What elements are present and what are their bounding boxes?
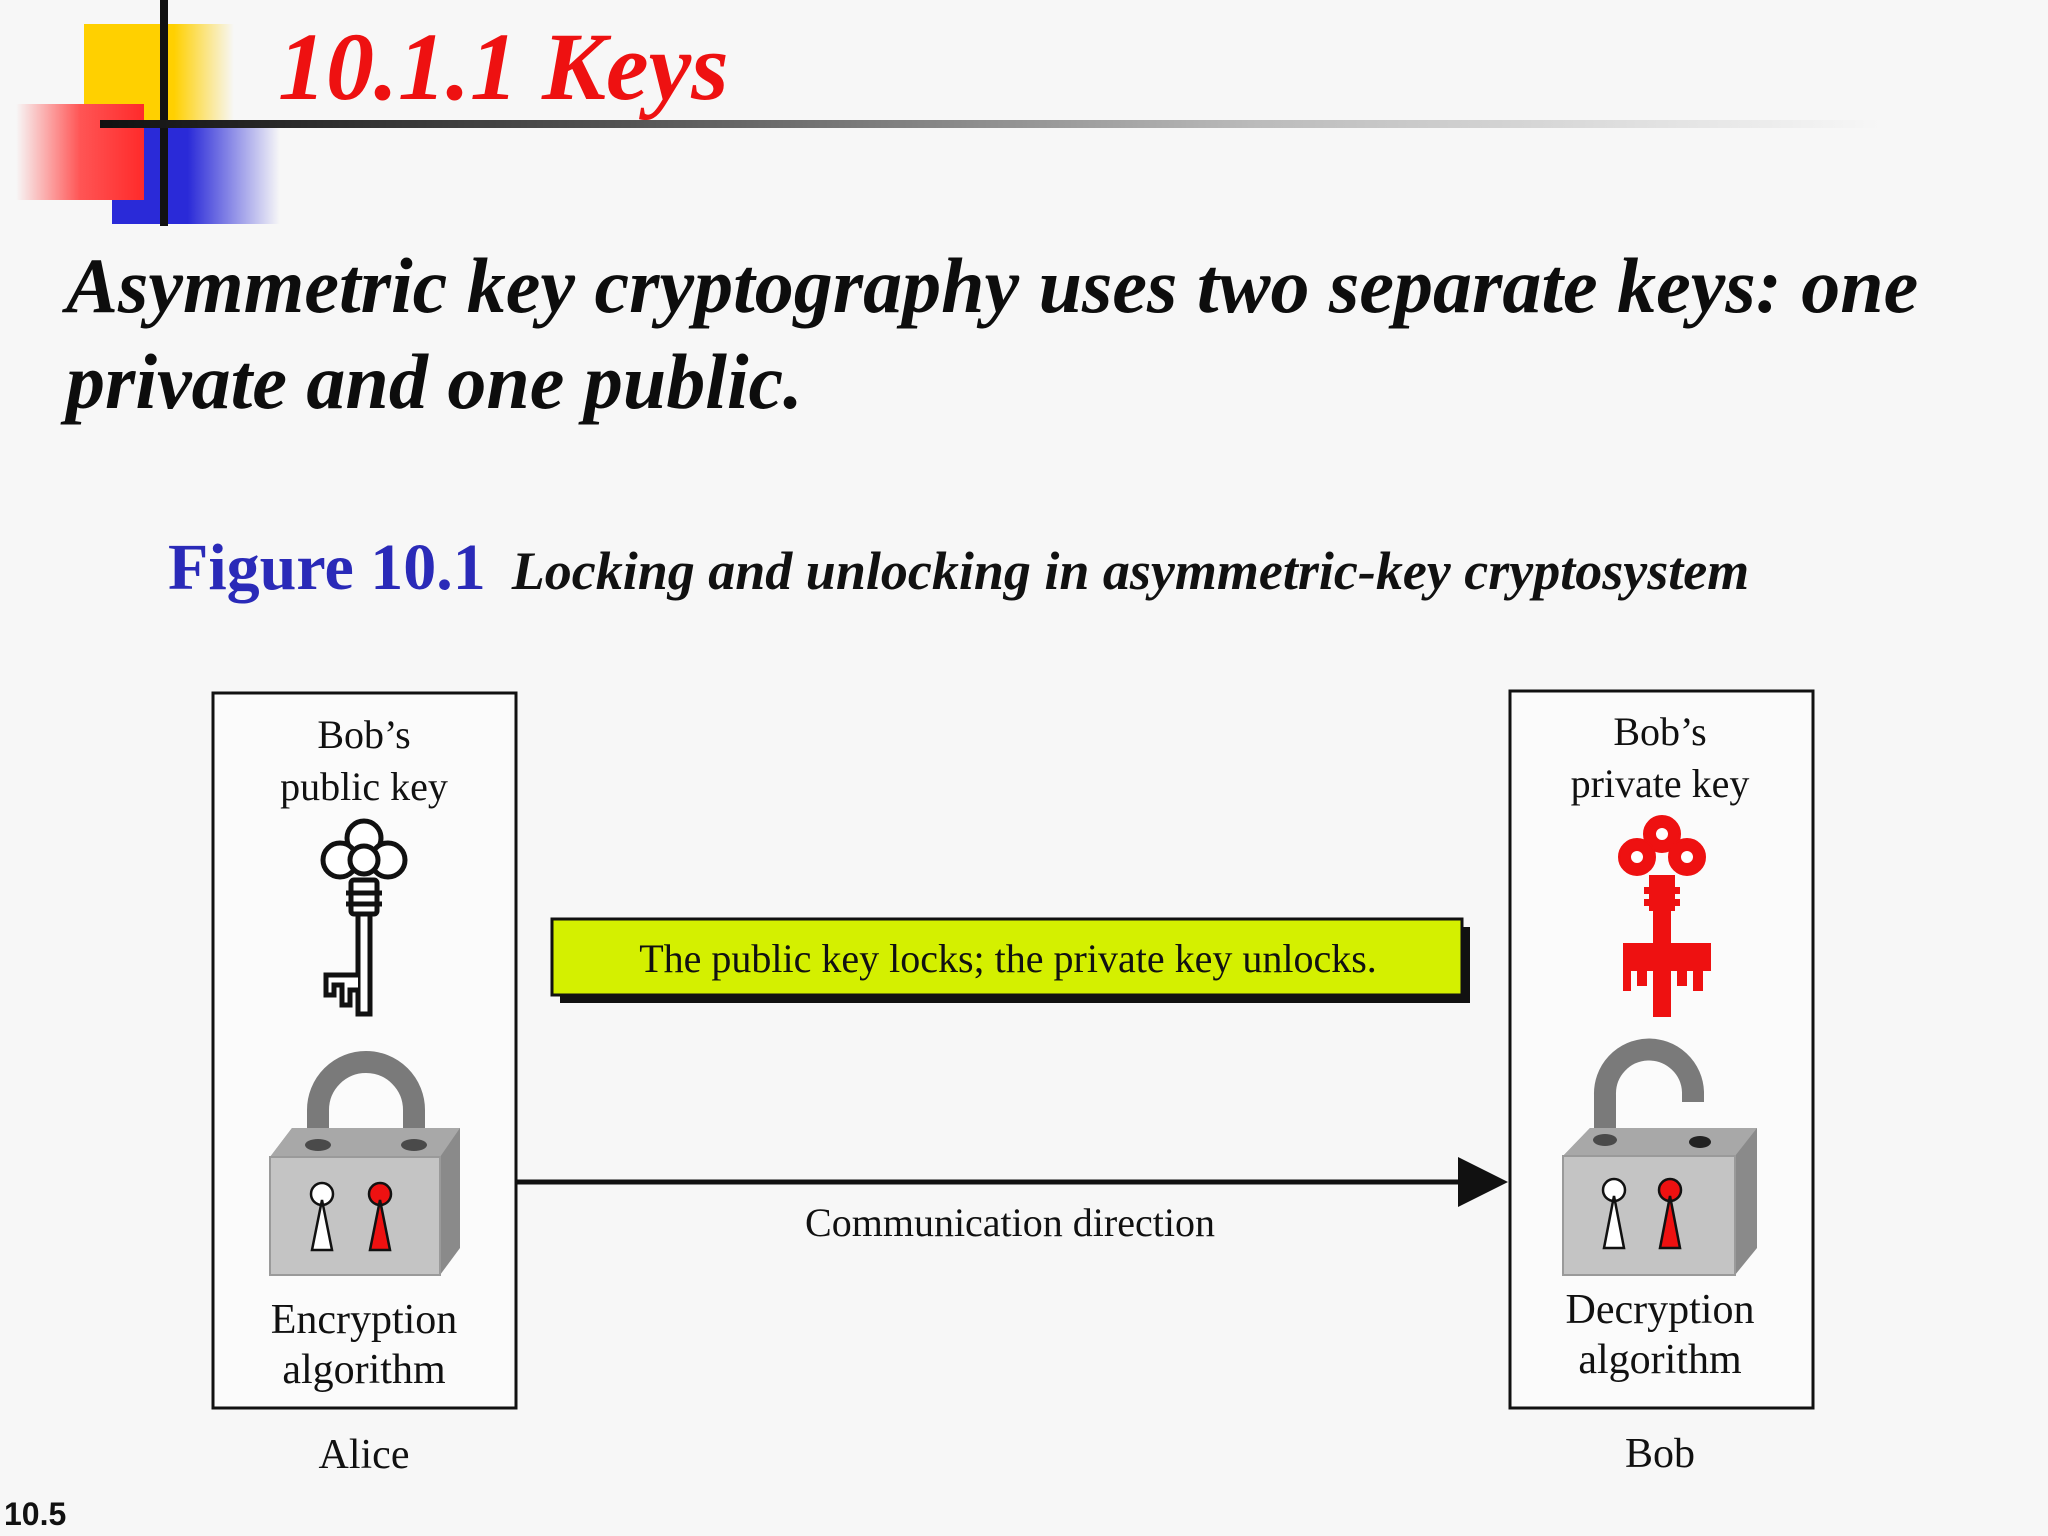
sender-box: Bob’s public key <box>211 691 518 1410</box>
receiver-key-label-line1: Bob’s <box>1613 709 1706 754</box>
note-text: The public key locks; the private key un… <box>639 936 1377 981</box>
keyhole-icon <box>1601 1177 1627 1250</box>
keyhole-icon <box>367 1181 393 1252</box>
title-rule <box>100 120 1880 128</box>
receiver-party-label: Bob <box>1625 1431 1695 1477</box>
public-key-icon <box>320 818 408 1017</box>
slide-number: 10.5 <box>4 1496 67 1532</box>
corner-decoration <box>16 0 280 226</box>
sender-party-label: Alice <box>319 1432 410 1478</box>
section-title: 10.1.1 Keys <box>278 13 729 120</box>
decryption-label-line2: algorithm <box>1578 1337 1742 1383</box>
open-padlock-icon <box>1562 1038 1757 1276</box>
receiver-box: Bob’s private key <box>1508 689 1815 1410</box>
encryption-label-line1: Encryption <box>271 1297 458 1343</box>
figure-caption: Figure 10.1 Locking and unlocking in asym… <box>168 530 1749 606</box>
sender-key-label-line2: public key <box>280 764 448 809</box>
figure-number: Figure 10.1 <box>168 531 486 604</box>
figure-caption-text: Locking and unlocking in asymmetric-key … <box>511 541 1750 601</box>
deco-vertical-line <box>160 0 168 226</box>
closed-padlock-icon <box>269 1051 460 1276</box>
communication-direction-label: Communication direction <box>805 1200 1215 1245</box>
encryption-label-line2: algorithm <box>282 1347 446 1393</box>
receiver-key-label-line2: private key <box>1571 761 1750 806</box>
private-key-icon <box>1618 815 1711 1017</box>
sender-key-label-line1: Bob’s <box>317 712 410 757</box>
keyhole-icon <box>309 1181 335 1252</box>
decryption-label-line1: Decryption <box>1566 1287 1755 1333</box>
note-box: The public key locks; the private key un… <box>550 917 1470 1003</box>
keyhole-icon <box>1657 1177 1683 1250</box>
key-statement: Asymmetric key cryptography uses two sep… <box>66 242 1919 425</box>
